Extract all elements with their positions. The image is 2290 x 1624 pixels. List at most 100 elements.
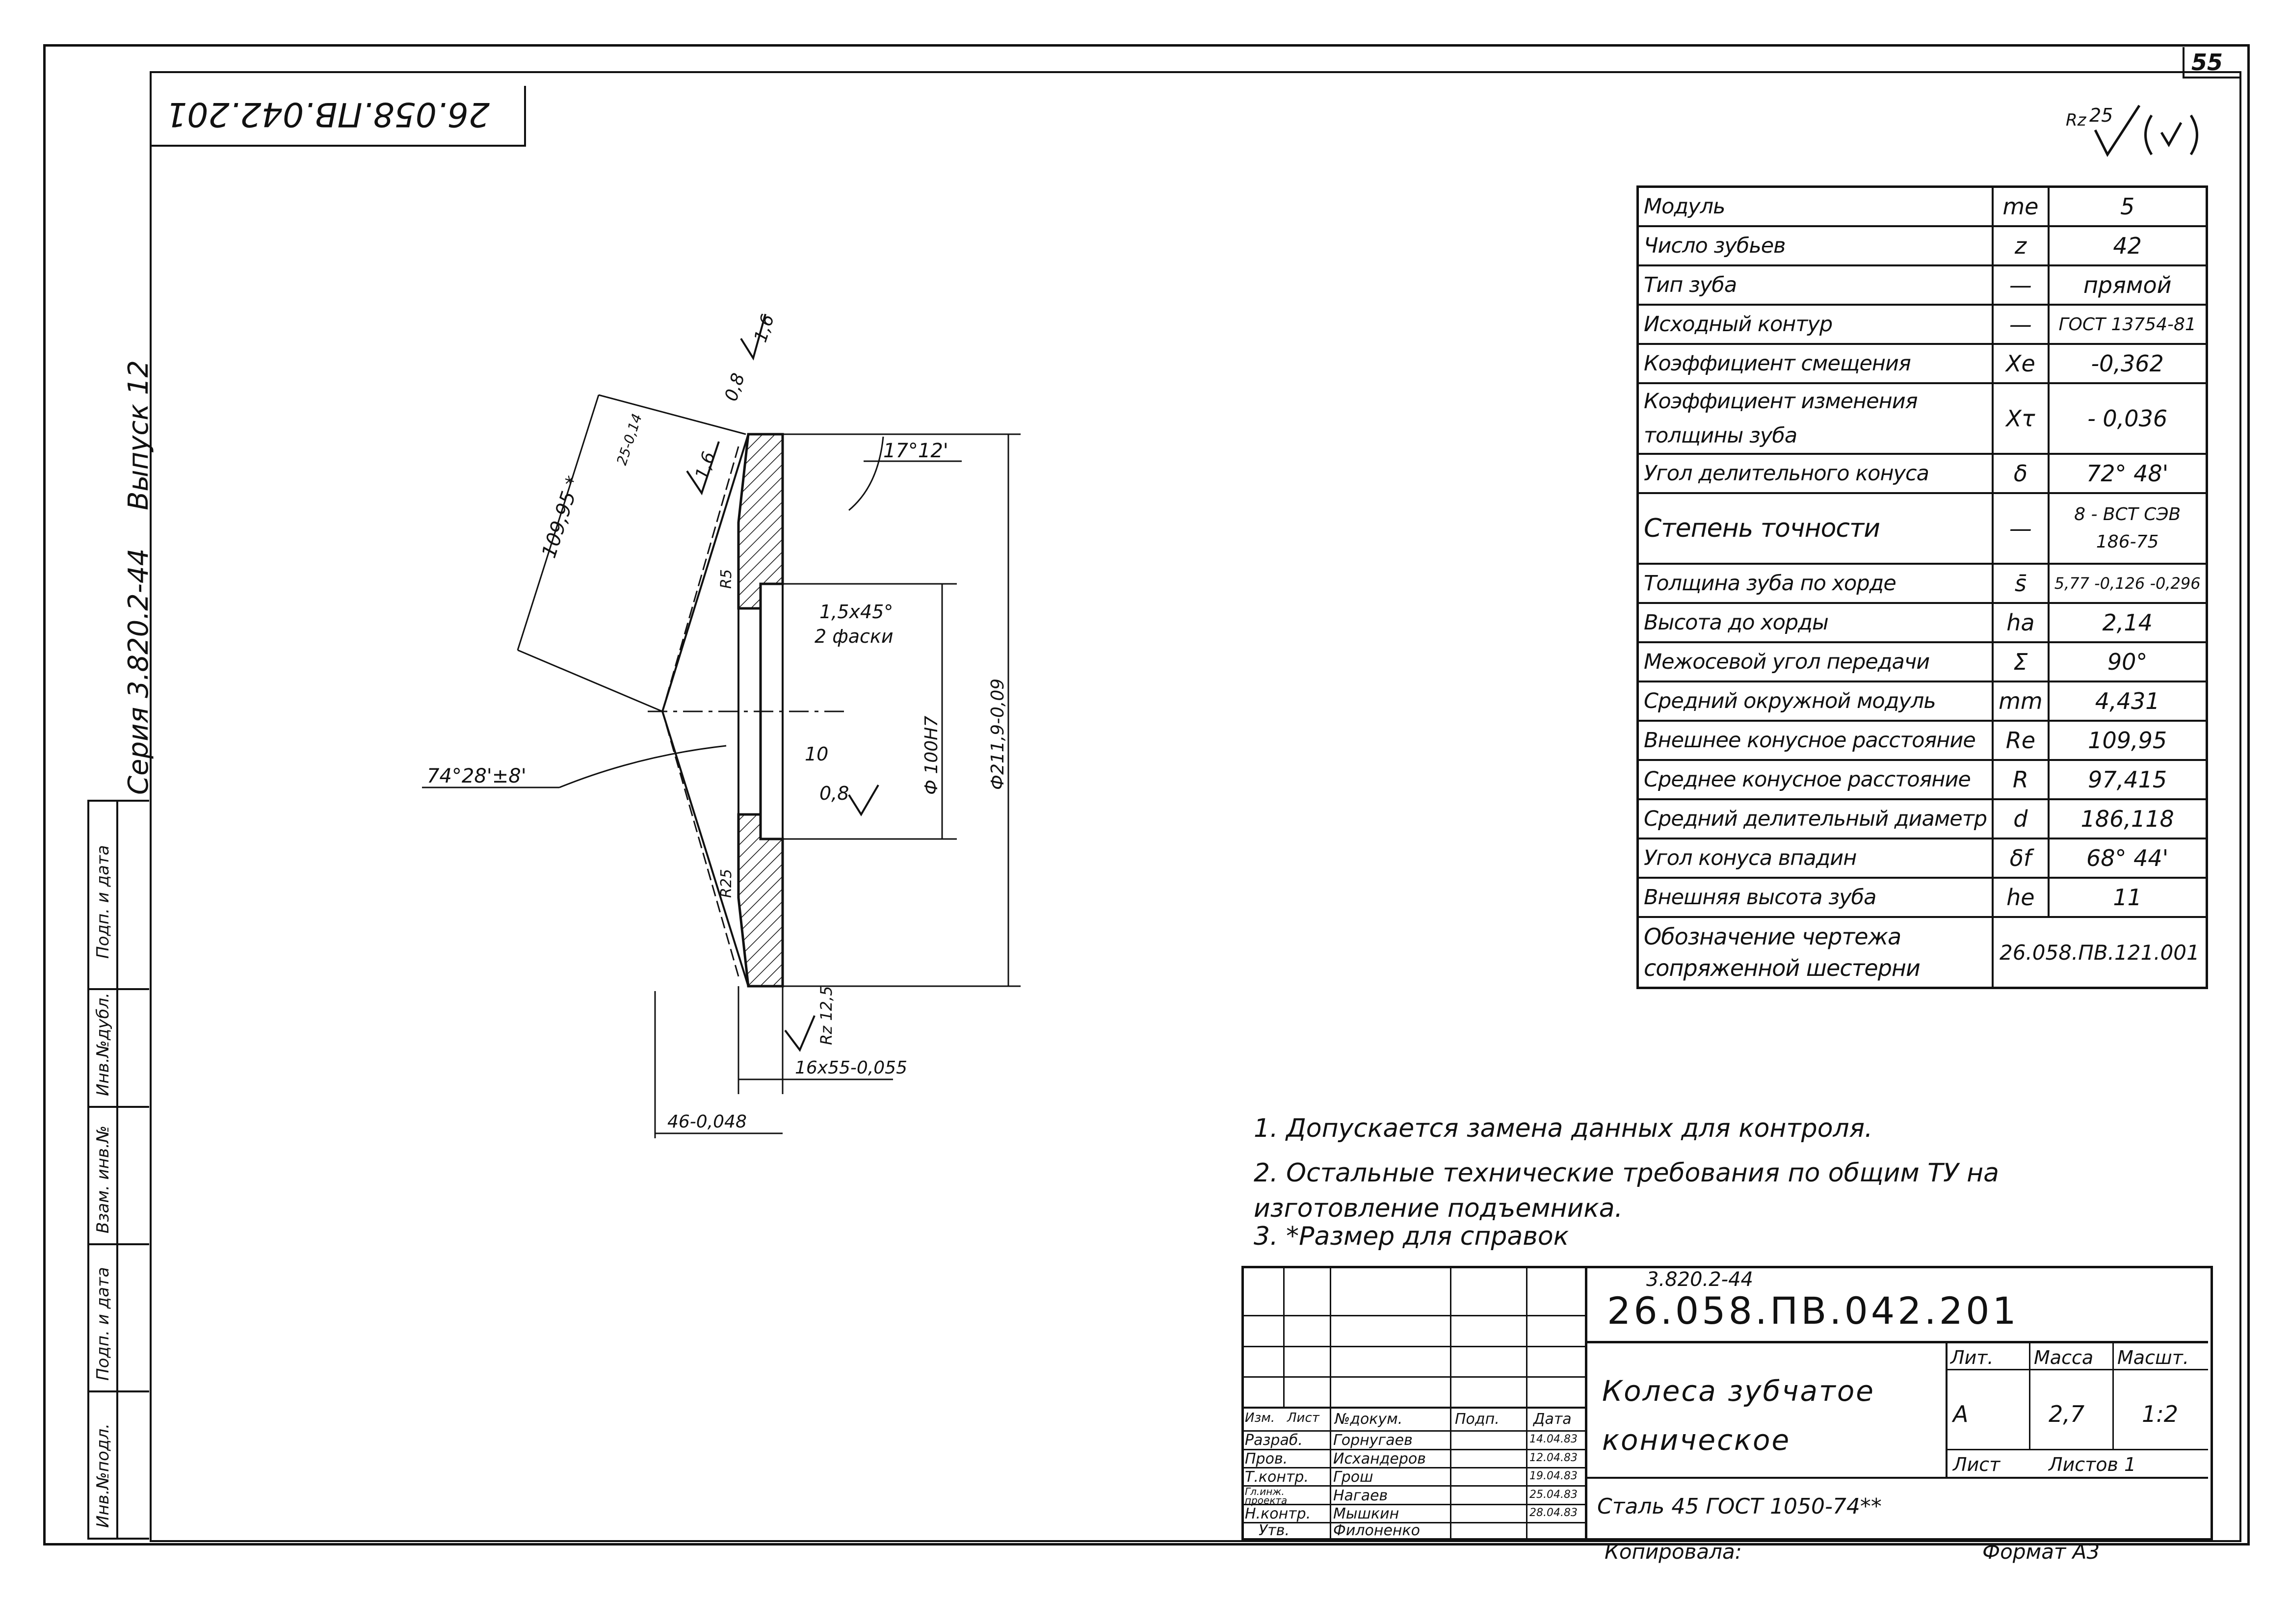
- tb-scale-label: Масшт.: [2117, 1347, 2189, 1368]
- outer-frame: [43, 44, 2250, 1545]
- param-value: 109,95: [2047, 720, 2208, 761]
- dim-keyway-width: 16х55-0,055: [795, 1058, 907, 1078]
- tb-role: Н.контр.: [1245, 1505, 1311, 1522]
- param-symbol: Xe: [1992, 343, 2050, 384]
- dim-chamfer-count: 2 фаски: [815, 626, 894, 647]
- param-value: 5: [2047, 185, 2208, 227]
- param-symbol: mm: [1992, 681, 2050, 722]
- param-symbol: d: [1992, 798, 2050, 839]
- param-value: прямой: [2047, 264, 2208, 306]
- param-row: Исходный контур—ГОСТ 13754-81: [1636, 304, 2208, 345]
- tb-material: Сталь 45 ГОСТ 1050-74**: [1597, 1494, 1882, 1519]
- param-row: Степень точности—8 - ВСТ СЭВ 186-75: [1636, 492, 2208, 565]
- tb-person: Нагаев: [1333, 1487, 1388, 1504]
- tb-date: 14.04.83: [1529, 1433, 1578, 1445]
- param-symbol: ha: [1992, 602, 2050, 643]
- dim-line-cone-distance: [517, 394, 600, 651]
- tb-person: Исхандеров: [1333, 1450, 1426, 1467]
- dim-bore-diameter: Ф 100Н7: [921, 716, 942, 795]
- param-name: Модуль: [1636, 185, 1994, 227]
- param-name: Коэффициент смещения: [1636, 343, 1994, 384]
- gear-section-drawing: 109,95 * 25-0,14 0,8 1,6 1,6 17°12' R5 1…: [422, 312, 1021, 1138]
- sheet-format: Формат А3: [1982, 1540, 2100, 1564]
- param-row: Тип зуба—прямой: [1636, 264, 2208, 306]
- page-number-box: 55: [2183, 47, 2241, 79]
- param-value: 26.058.ПВ.121.001: [1992, 916, 2208, 989]
- copied-by: Копировала:: [1605, 1540, 1742, 1564]
- tb-lit-value: А: [1953, 1401, 1969, 1427]
- roughness-mark: Rz 25: [2066, 96, 2208, 169]
- inner-frame: [150, 71, 2241, 1542]
- param-name: Угол делительного конуса: [1636, 453, 1994, 494]
- note-3: 3. *Размер для справок: [1254, 1222, 1569, 1251]
- tb-sheet-label: Лист: [1953, 1454, 2000, 1475]
- tb-scale-value: 1:2: [2142, 1401, 2179, 1427]
- param-name: Обозначение чертежа сопряженной шестерни: [1636, 916, 1994, 989]
- param-symbol: δ: [1992, 453, 2050, 494]
- param-name: Высота до хорды: [1636, 602, 1994, 643]
- side-label-1: Инв.№подл.: [93, 1423, 113, 1528]
- param-symbol: me: [1992, 185, 2050, 227]
- param-name: Коэффициент изменения толщины зуба: [1636, 382, 1994, 455]
- dim-roughness-a: 0,8: [721, 371, 749, 404]
- dim-cone-angle: 74°28'±8': [427, 765, 526, 787]
- dim-roughness-d: 0,8: [819, 783, 849, 804]
- param-name: Тип зуба: [1636, 264, 1994, 306]
- param-value: 11: [2047, 877, 2208, 918]
- tb-role: Гл.инж. проекта: [1245, 1486, 1288, 1506]
- tb-code: 26.058.ПВ.042.201: [1607, 1289, 2019, 1333]
- param-value: 90°: [2047, 641, 2208, 682]
- param-name: Внешнее конусное расстояние: [1636, 720, 1994, 761]
- tb-role: Разраб.: [1245, 1432, 1303, 1449]
- param-name: Степень точности: [1636, 492, 1994, 565]
- param-name: Средний окружной модуль: [1636, 681, 1994, 722]
- param-value: 42: [2047, 225, 2208, 266]
- param-symbol: Xτ: [1992, 382, 2050, 455]
- tb-date: 25.04.83: [1529, 1489, 1578, 1501]
- dim-roughness-rz: Rz 12,5: [817, 986, 836, 1045]
- dim-radius-lower: R25: [718, 869, 735, 898]
- tb-lit-label: Лит.: [1950, 1347, 1994, 1368]
- param-name: Угол конуса впадин: [1636, 838, 1994, 879]
- tb-col-izm: Изм.: [1245, 1411, 1275, 1425]
- dim-chamfer: 1,5x45°: [819, 601, 893, 623]
- tb-date: 12.04.83: [1529, 1452, 1578, 1464]
- param-value: 5,77 -0,126 -0,296: [2047, 563, 2208, 604]
- tb-date: 19.04.83: [1529, 1470, 1578, 1482]
- side-label-4: Инв.№дубл.: [93, 992, 113, 1096]
- title-block: 3.820.2-44 26.058.ПВ.042.201 Колеса зубч…: [1241, 1266, 2213, 1541]
- param-symbol: Re: [1992, 720, 2050, 761]
- dim-roughness-b: 1,6: [751, 312, 779, 345]
- param-name: Средний делительный диаметр: [1636, 798, 1994, 839]
- rotated-code: 26.058.ПВ.042.201: [166, 95, 490, 133]
- param-value: 97,415: [2047, 759, 2208, 800]
- param-value: 8 - ВСТ СЭВ 186-75: [2047, 492, 2208, 565]
- param-symbol: Σ: [1992, 641, 2050, 682]
- dim-roughness-c: 1,6: [692, 449, 720, 482]
- dim-angle-top: 17°12': [883, 440, 948, 462]
- dim-radius-upper: R5: [718, 569, 735, 589]
- tb-col-date: Дата: [1533, 1411, 1572, 1428]
- param-symbol: s̄: [1992, 563, 2050, 604]
- page-number: 55: [2191, 49, 2223, 76]
- roughness-prefix: Rz: [2066, 110, 2086, 130]
- axis-cone-lower: [661, 711, 739, 977]
- tb-date: 28.04.83: [1529, 1507, 1578, 1519]
- param-name: Число зубьев: [1636, 225, 1994, 266]
- dim-keyway-depth: 10: [805, 743, 828, 765]
- tb-person: Филоненко: [1333, 1522, 1421, 1539]
